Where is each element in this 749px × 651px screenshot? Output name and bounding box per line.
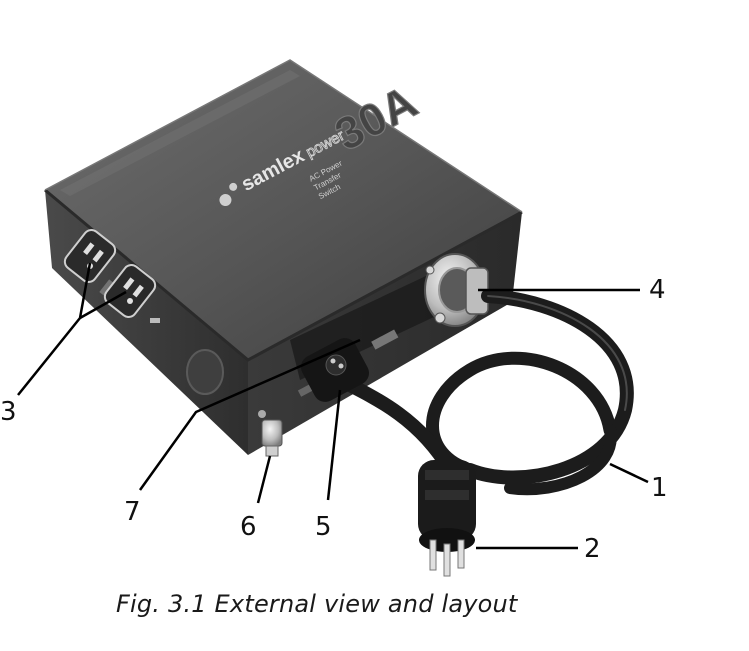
callout-4: 4 (649, 275, 666, 305)
callout-1: 1 (651, 473, 668, 503)
leader-line-5 (326, 389, 342, 501)
callout-7: 7 (124, 497, 141, 527)
knockout (186, 349, 224, 395)
leader-line-1 (609, 462, 649, 484)
plug-prong (457, 539, 465, 569)
callout-5: 5 (315, 512, 332, 542)
leader-lines (17, 262, 649, 550)
twist-lock-connector (301, 338, 369, 402)
power-cord (333, 289, 634, 512)
enclosure-top-lid (45, 60, 522, 360)
callout-numbers: 1 2 3 4 5 6 7 (0, 275, 668, 564)
plug-prong (443, 543, 451, 577)
cable-gland (424, 253, 489, 327)
leader-line-6 (256, 455, 272, 504)
leader-line-3b (79, 290, 127, 320)
ground-terminal (258, 410, 283, 457)
leader-line-7 (138, 338, 361, 491)
callout-6: 6 (240, 512, 257, 542)
plug-prong (429, 539, 437, 571)
callout-2: 2 (584, 534, 601, 564)
receptacle-lower (103, 264, 157, 318)
brand-logo-icon (219, 194, 232, 207)
figure-caption: Fig. 3.1 External view and layout (116, 590, 518, 618)
twist-lock-plug (418, 460, 476, 577)
callout-3: 3 (0, 397, 17, 427)
duplex-receptacles (63, 229, 160, 323)
receptacle-upper (63, 229, 117, 283)
